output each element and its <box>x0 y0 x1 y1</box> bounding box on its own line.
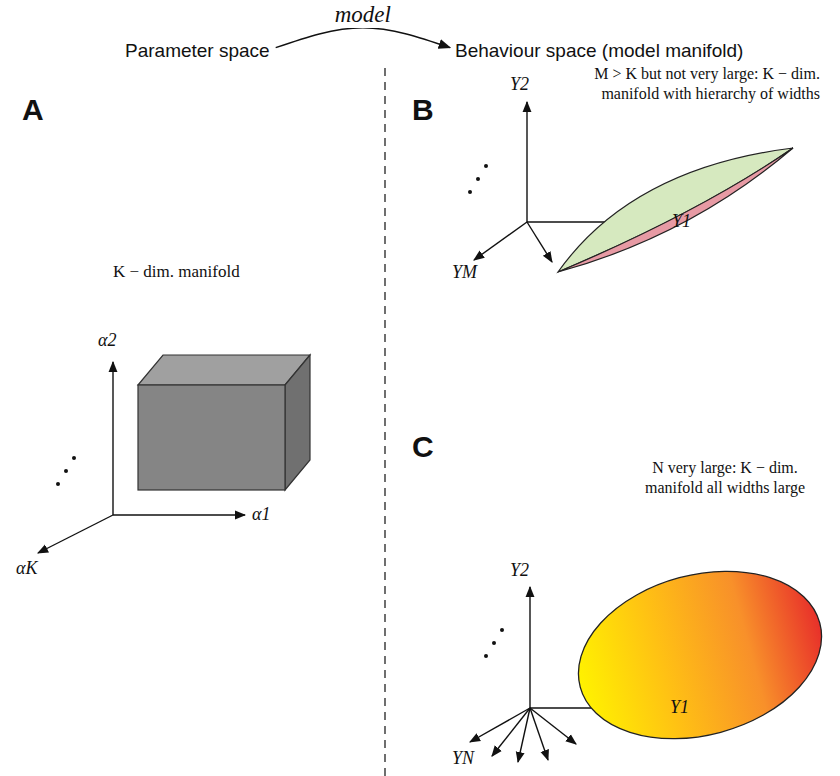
axis-label: YN <box>452 748 474 768</box>
parameter-box <box>138 355 310 490</box>
manifold-wide <box>560 546 840 765</box>
axis-label: Y1 <box>670 697 689 717</box>
axis-label: Y2 <box>510 560 529 580</box>
axis-label: α2 <box>98 330 116 350</box>
heading-text: Parameter space <box>125 40 270 62</box>
annotation-text: M > K but not very large: K − dim. manif… <box>575 64 820 104</box>
panel-letter: A <box>22 100 44 120</box>
panel-letter: B <box>412 100 434 120</box>
heading-text: Behaviour space (model manifold) <box>455 40 743 62</box>
axis-label: α1 <box>252 504 270 524</box>
annotation-text: N very large: K − dim. manifold all widt… <box>630 458 820 498</box>
ellipsis-dots <box>56 456 76 486</box>
mapping-arrow <box>276 28 450 48</box>
space-heading: Behaviour space (model manifold) <box>455 40 743 62</box>
panel-letter: C <box>412 437 434 457</box>
axis-label: Y1 <box>672 211 691 231</box>
divider-line <box>384 68 385 776</box>
axis-label: YM <box>452 262 477 282</box>
annotation-text: K − dim. manifold <box>113 262 240 282</box>
space-heading: Parameter space <box>125 40 270 62</box>
arrow-label: model <box>332 2 394 28</box>
axis-label: αK <box>16 558 37 578</box>
manifold-thin <box>558 148 793 272</box>
axis-label: Y2 <box>510 74 529 94</box>
ellipsis-dots <box>484 628 504 658</box>
ellipsis-dots <box>468 164 488 194</box>
